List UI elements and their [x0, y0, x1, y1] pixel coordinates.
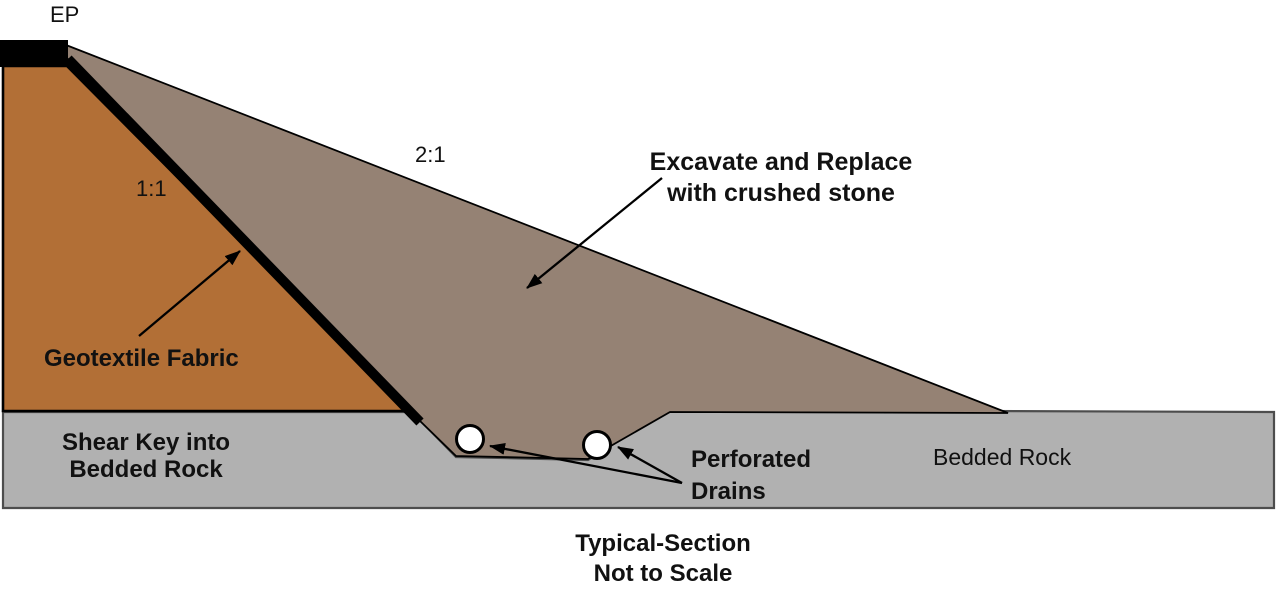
perforated-drains-line1: Perforated — [691, 446, 812, 473]
perforated-drains-line2: Drains — [691, 478, 766, 505]
geotextile-fabric-label: Geotextile Fabric — [44, 345, 239, 372]
diagram-caption: Typical-Section Not to Scale — [513, 529, 813, 589]
geotextile-arrow — [138, 250, 241, 337]
perforated-drain-left — [455, 424, 485, 454]
bedded-rock-label: Bedded Rock — [933, 444, 1072, 470]
excavate-replace-label: Excavate and Replace with crushed stone — [631, 147, 931, 209]
shear-key-line1: Shear Key into — [61, 429, 231, 456]
caption-subtitle: Not to Scale — [593, 560, 733, 587]
perforated-drain-right — [582, 430, 612, 460]
shear-key-line2: Bedded Rock — [69, 456, 223, 483]
shear-key-label: Shear Key into Bedded Rock — [40, 429, 252, 483]
excavate-replace-line2: with crushed stone — [667, 179, 895, 207]
slope-ratio-1-1-label: 1:1 — [136, 176, 167, 201]
geotextile-fabric-line — [64, 55, 424, 426]
slope-ratio-2-1-label: 2:1 — [415, 142, 446, 167]
drain-arrow-left — [489, 442, 683, 485]
excavate-arrow — [526, 177, 663, 289]
caption-title: Typical-Section — [575, 530, 751, 557]
pavement-block — [0, 40, 68, 67]
perforated-drains-label: Perforated Drains — [691, 444, 811, 508]
ep-label: EP — [50, 2, 80, 27]
excavate-replace-line1: Excavate and Replace — [649, 148, 913, 176]
drain-arrow-right — [617, 445, 683, 485]
